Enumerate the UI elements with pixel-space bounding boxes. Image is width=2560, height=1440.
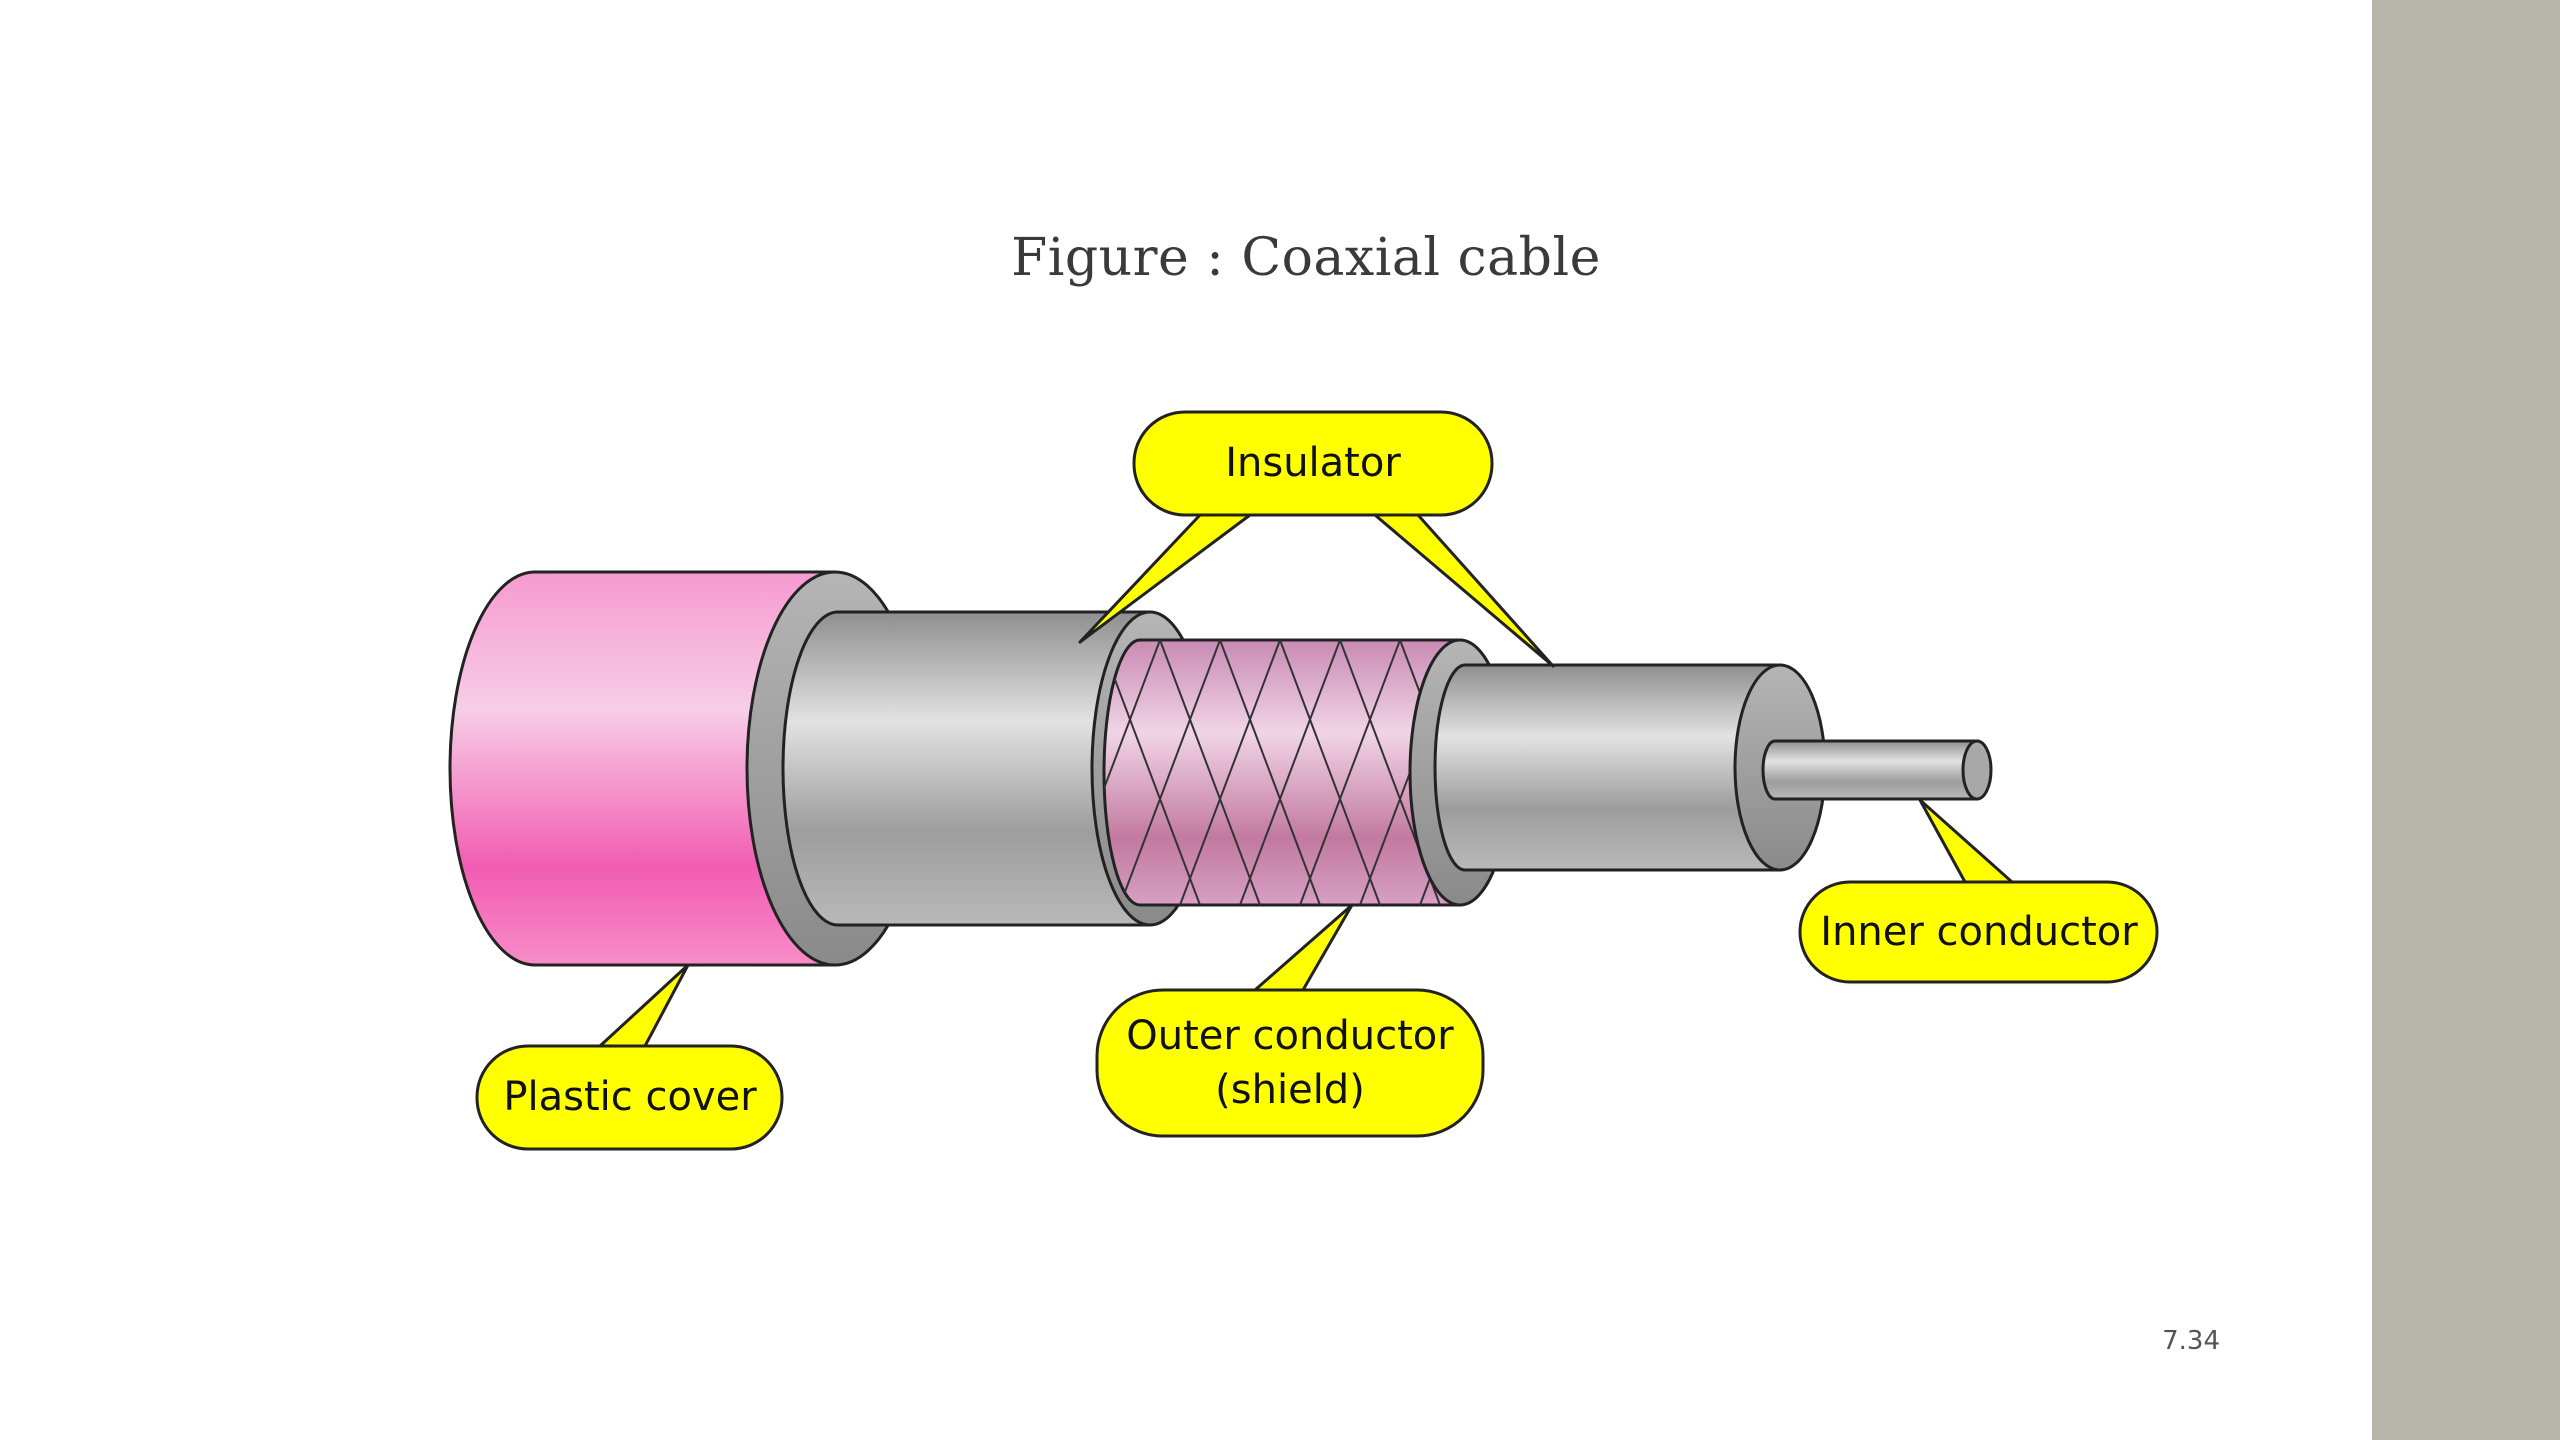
outer-conductor-callout: Outer conductor (shield) [1095, 903, 1485, 1138]
inner-conductor-label: Inner conductor [1820, 909, 2138, 955]
outer-conductor-label-line2: (shield) [1215, 1067, 1365, 1113]
plastic-cover-callout: Plastic cover [475, 963, 784, 1151]
shield-braid-pattern [1104, 640, 1460, 905]
coaxial-cable-diagram: Insulator Plastic cover Outer conductor … [448, 410, 2159, 1151]
slide-title: Figure : Coaxial cable [1011, 228, 1601, 288]
inner-conductor-callout: Inner conductor [1798, 798, 2159, 984]
insulator-callout: Insulator [1078, 410, 1555, 668]
plastic-cover-label: Plastic cover [503, 1074, 757, 1120]
page-number: 7.34 [2162, 1326, 2220, 1356]
right-sidebar-panel [2372, 0, 2560, 1440]
outer-conductor-label-line1: Outer conductor [1126, 1013, 1454, 1059]
inner-conductor-segment [1761, 739, 1993, 801]
slide: Figure : Coaxial cable [448, 228, 2220, 1356]
insulator-label: Insulator [1225, 440, 1401, 486]
